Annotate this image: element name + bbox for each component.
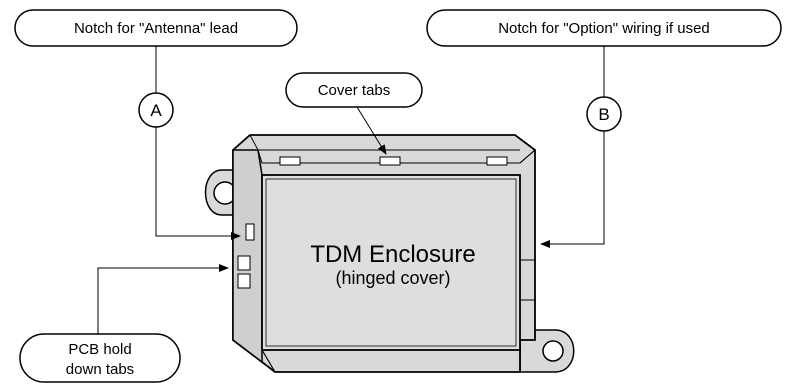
marker-a: A — [138, 92, 174, 128]
callout-cover-tabs: Cover tabs — [285, 72, 423, 108]
callout-option-notch: Notch for "Option" wiring if used — [426, 9, 782, 47]
cover-tabs-label: Cover tabs — [318, 82, 391, 99]
enclosure-illustration: TDM Enclosure (hinged cover) — [204, 134, 575, 373]
callout-pcb-hold-down-tabs: PCB hold down tabs — [19, 333, 181, 383]
antenna-notch-label: Notch for "Antenna" lead — [74, 20, 238, 37]
marker-b-label: B — [598, 105, 609, 124]
right-mounting-hole — [542, 340, 564, 362]
enclosure-subtitle: (hinged cover) — [335, 268, 450, 288]
antenna-notch — [245, 223, 255, 241]
enclosure-cover-face — [261, 174, 521, 351]
enclosure-title: TDM Enclosure — [310, 241, 475, 268]
pcb-hold-down-tabs — [237, 255, 251, 289]
pcb-tabs-label-line2: down tabs — [66, 361, 134, 378]
pcb-tabs-label-line1: PCB hold — [68, 341, 131, 358]
cover-tabs — [279, 156, 508, 166]
marker-a-label: A — [150, 101, 162, 120]
callout-antenna-notch: Notch for "Antenna" lead — [14, 9, 298, 47]
marker-b: B — [586, 96, 622, 132]
option-notch-label: Notch for "Option" wiring if used — [498, 20, 710, 37]
